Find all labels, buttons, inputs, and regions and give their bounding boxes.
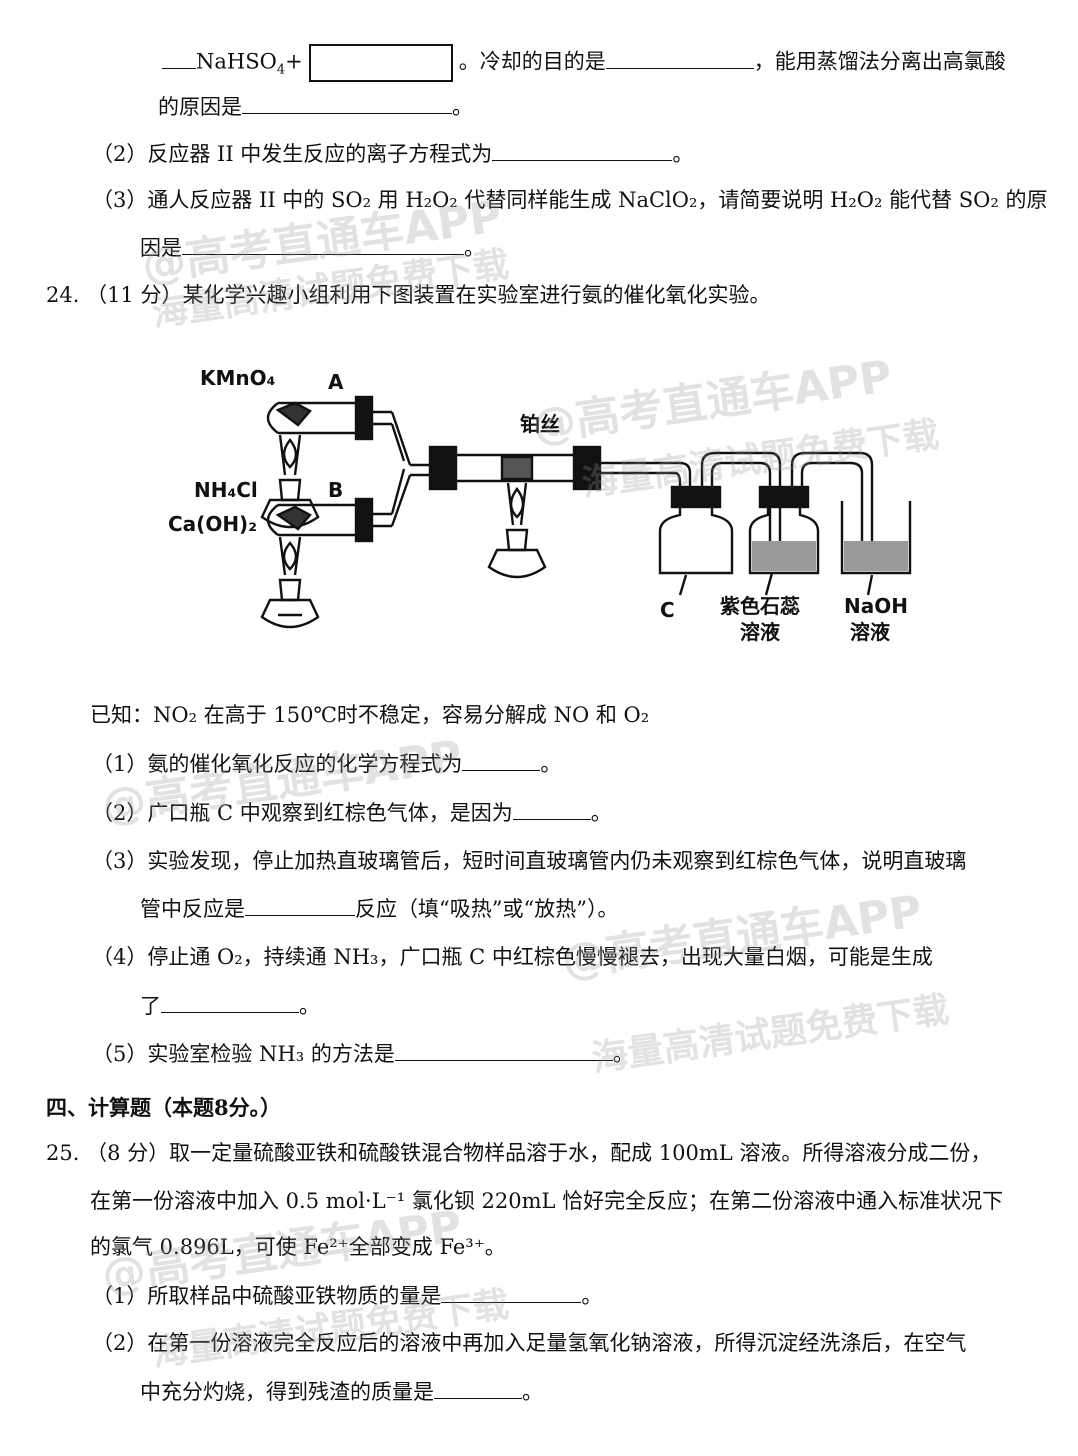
beaker-naoh — [840, 501, 912, 596]
reaction-tube — [428, 445, 602, 491]
q25-line1: 25. （8 分）取一定量硫酸亚铁和硫酸铁混合物样品溶于水，配成 100mL 溶… — [46, 1141, 992, 1165]
test-tube-a — [266, 395, 392, 441]
heat-type-blank[interactable] — [245, 893, 355, 916]
q24-part2: （2）广口瓶 C 中观察到红棕色气体，是因为。 — [92, 797, 612, 828]
section-4-title: 四、计算题（本题8分。） — [46, 1095, 282, 1120]
alcohol-lamp-b — [260, 536, 320, 629]
y-junction — [390, 411, 430, 527]
q25-part2-line2: 中充分灼烧，得到残渣的质量是。 — [140, 1376, 543, 1407]
cooling-purpose-blank[interactable] — [605, 46, 754, 69]
q24-header: 24. （11 分）某化学兴趣小组利用下图装置在实验室进行氨的催化氧化实验。 — [46, 283, 771, 307]
red-brown-reason-blank[interactable] — [512, 797, 591, 820]
label-kmno4: KMnO₄ — [200, 366, 275, 390]
label-litmus-line2: 溶液 — [740, 620, 781, 644]
nh3-test-blank[interactable] — [394, 1038, 613, 1061]
alcohol-lamp-center — [487, 482, 547, 579]
label-litmus-line1: 紫色石蕊 — [720, 594, 800, 618]
ammonia-oxidation-apparatus: KMnO₄ A NH₄Cl Ca(OH)₂ B 铂丝 C 紫色石蕊 溶液 NaO… — [168, 366, 912, 644]
label-nh4cl: NH₄Cl — [194, 478, 258, 502]
q23-line2: 的原因是。 — [158, 91, 473, 122]
q25-line2: 在第一份溶液中加入 0.5 mol·L⁻¹ 氯化钡 220mL 恰好完全反应；在… — [90, 1189, 1004, 1213]
feso4-amount-blank[interactable] — [441, 1280, 582, 1303]
h2o2-reason-blank[interactable] — [182, 232, 464, 255]
q23-part3-line2: 因是。 — [140, 232, 485, 263]
wide-mouth-bottle-c — [658, 485, 734, 596]
label-b: B — [328, 478, 343, 502]
ionic-equation-blank[interactable] — [492, 138, 673, 161]
test-tube-b — [266, 497, 392, 543]
answer-box[interactable] — [308, 44, 453, 82]
label-naoh-line1: NaOH — [844, 594, 908, 618]
q23-line1: NaHSO4+。冷却的目的是，能用蒸馏法分离出高氯酸 — [162, 44, 1006, 86]
q23-part2: （2）反应器 II 中发生反应的离子方程式为。 — [92, 138, 693, 169]
label-caoh2: Ca(OH)₂ — [168, 512, 257, 536]
q25-part2-line1: （2）在第一份溶液完全反应后的溶液中再加入足量氢氧化钠溶液，所得沉淀经洗涤后，在… — [92, 1331, 967, 1355]
q24-known: 已知：NO₂ 在高于 150℃时不稳定，容易分解成 NO 和 O₂ — [90, 703, 650, 727]
q24-part4-line1: （4）停止通 O₂，持续通 NH₃，广口瓶 C 中红棕色慢慢褪去，出现大量白烟，… — [92, 945, 933, 969]
label-naoh-line2: 溶液 — [850, 620, 891, 644]
q23-part3-line1: （3）通人反应器 II 中的 SO₂ 用 H₂O₂ 代替同样能生成 NaClO₂… — [92, 188, 1048, 212]
catalytic-equation-blank[interactable] — [462, 748, 541, 771]
q24-part3-line1: （3）实验发现，停止加热直玻璃管后，短时间直玻璃管内仍未观察到红棕色气体，说明直… — [92, 849, 967, 873]
label-platinum-wire: 铂丝 — [520, 412, 560, 436]
coefficient-blank[interactable] — [162, 46, 196, 69]
label-a: A — [328, 370, 344, 394]
watermark-4b: 海量高清试题免费下载 — [589, 989, 952, 1080]
q24-part1: （1）氨的催化氧化反应的化学方程式为。 — [92, 748, 561, 779]
bottle-litmus — [748, 485, 820, 596]
residue-mass-blank[interactable] — [434, 1376, 522, 1399]
distillation-reason-blank[interactable] — [242, 91, 452, 114]
q24-part3-line2: 管中反应是反应（填“吸热”或“放热”）。 — [140, 893, 618, 924]
q24-part5: （5）实验室检验 NH₃ 的方法是。 — [92, 1038, 634, 1069]
label-c: C — [660, 598, 675, 622]
q24-part4-line2: 了。 — [140, 990, 320, 1021]
q25-part1: （1）所取样品中硫酸亚铁物质的量是。 — [92, 1280, 602, 1311]
white-smoke-blank[interactable] — [161, 990, 299, 1013]
q25-line3: 的氯气 0.896L，可使 Fe²⁺全部变成 Fe³⁺。 — [90, 1235, 506, 1259]
